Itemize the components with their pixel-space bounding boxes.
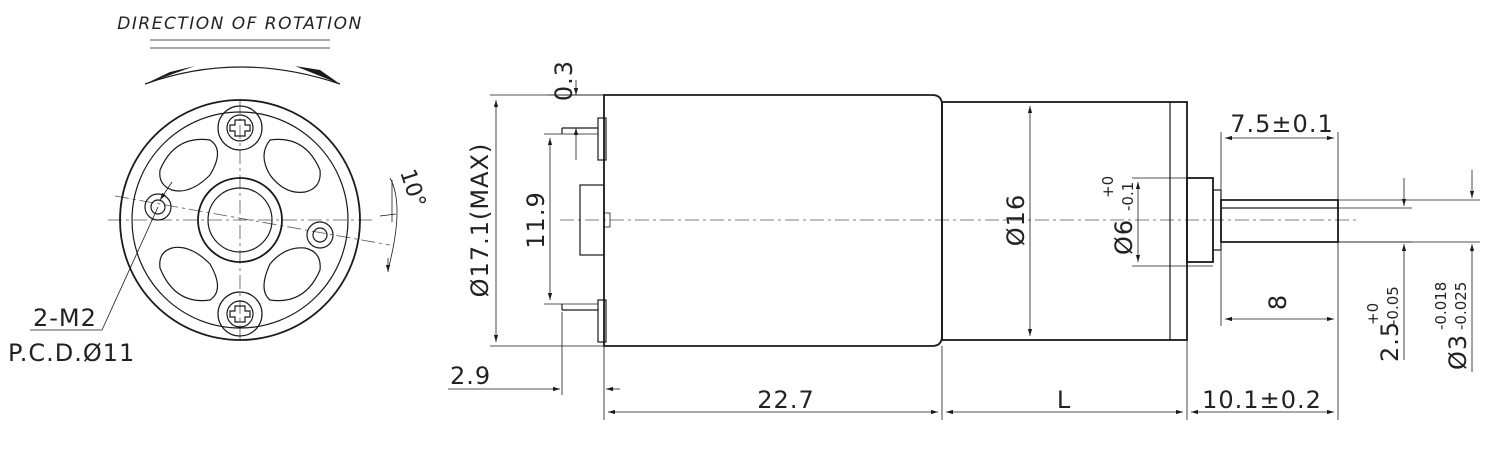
rotation-arrowhead-icon [295, 66, 340, 84]
motor-body [603, 94, 943, 347]
dim-2-5: 2.5 [1376, 321, 1404, 362]
front-view: DIRECTION OF ROTATION [8, 14, 430, 367]
dim-dia-6-tol-upper: +0 [1099, 176, 1117, 198]
dim-dia-17-1: Ø17.1(MAX) [466, 143, 494, 298]
vent-cutout [263, 247, 321, 302]
m2-leader-arrow [159, 181, 173, 201]
dim-8: 8 [1264, 294, 1292, 310]
motor-outer-ring [119, 99, 361, 341]
angle-label: 10° [394, 166, 430, 211]
dim-dia-3: Ø3 [1444, 334, 1472, 370]
vent-cutout [159, 246, 219, 302]
vent-cutout [159, 138, 219, 192]
motor-inner-ring [131, 111, 349, 329]
dim-2-5-tol-lower: -0.05 [1384, 286, 1402, 325]
dim-l: L [1057, 386, 1071, 414]
dim-2-5-tol-upper: +0 [1364, 303, 1382, 325]
dim-2-9: 2.9 [450, 362, 491, 390]
screw-top [217, 105, 263, 151]
dim-7-5: 7.5±0.1 [1230, 110, 1333, 138]
dim-0-3: 0.3 [550, 60, 578, 101]
dim-dia-3-tol-lower: -0.025 [1452, 282, 1470, 330]
m2-leader-line [101, 206, 159, 331]
tilted-centerline [114, 195, 391, 246]
angle-arc [387, 177, 398, 271]
m2-hole-left [144, 193, 172, 221]
dim-dia-6-tol-lower: -0.1 [1119, 182, 1137, 211]
pcd-label: P.C.D.Ø11 [8, 339, 135, 367]
gearbox-body [941, 101, 1188, 341]
dim-10-1: 10.1±0.2 [1202, 386, 1322, 414]
rotation-label: DIRECTION OF ROTATION [117, 14, 362, 34]
rotation-arrow-icon [144, 66, 341, 85]
rotation-arrowhead-icon [145, 66, 195, 84]
hub-inner [207, 187, 273, 253]
terminal-top [597, 117, 607, 161]
terminal-bottom [597, 299, 607, 343]
vent-cutout [263, 138, 321, 193]
dim-11-9: 11.9 [522, 191, 550, 248]
terminal-pin [603, 212, 611, 228]
angle-tick [379, 213, 397, 217]
m2-hole-right [306, 221, 334, 249]
dim-dia-3-tol-upper: -0.018 [1432, 282, 1450, 330]
side-view: 0.3 Ø17.1(MAX) 11.9 2.9 22.7 L 10.1±0.2 … [448, 60, 1480, 420]
dim-dia-6: Ø6 [1110, 219, 1138, 255]
output-shaft [1220, 199, 1339, 243]
dim-22-7: 22.7 [757, 386, 814, 414]
m2-label: 2-M2 [33, 304, 97, 332]
dim-dia-16: Ø16 [1002, 194, 1030, 246]
hub-outer [197, 177, 283, 263]
screw-bottom [217, 291, 263, 337]
